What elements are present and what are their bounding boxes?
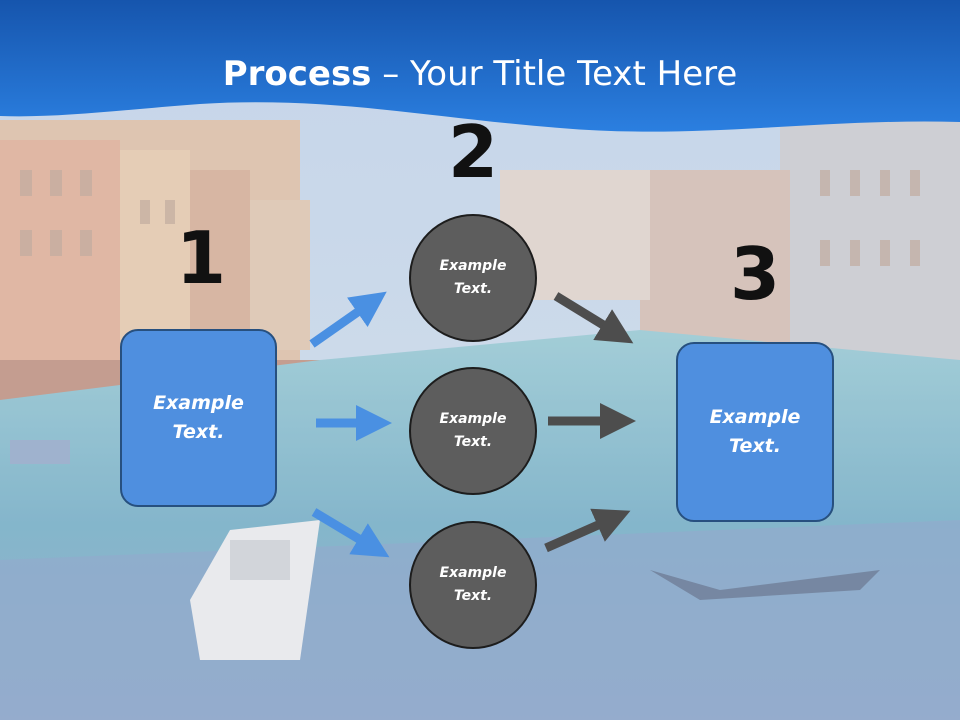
- circle-top-line2: Text.: [453, 281, 493, 297]
- step-3-line2: Text.: [729, 435, 781, 457]
- step-3-line1: Example: [709, 406, 801, 428]
- circle-bottom-line2: Text.: [453, 588, 493, 604]
- circle-bottom: Example Text.: [409, 521, 537, 649]
- step-number-2: 2: [448, 110, 499, 194]
- circle-middle-line1: Example: [439, 411, 507, 427]
- slide-title: Process – Your Title Text Here: [0, 52, 960, 96]
- step-1-line1: Example: [153, 392, 244, 414]
- step-number-1: 1: [176, 216, 227, 300]
- step-1-line2: Text.: [172, 421, 225, 443]
- circle-middle-line2: Text.: [453, 434, 493, 450]
- arrow-blue-up: [309, 291, 387, 348]
- arrow-gray-up: [544, 508, 631, 553]
- title-rest: – Your Title Text Here: [371, 54, 738, 94]
- arrow-blue-down: [311, 508, 390, 558]
- circle-bottom-line1: Example: [439, 565, 507, 581]
- circle-middle: Example Text.: [409, 367, 537, 495]
- title-bold: Process: [222, 54, 372, 94]
- step-number-3: 3: [730, 232, 781, 316]
- arrow-gray-down: [553, 292, 634, 344]
- step-3-box: Example Text.: [676, 342, 834, 522]
- circle-top: Example Text.: [409, 214, 537, 342]
- step-1-box: Example Text.: [120, 329, 277, 507]
- circle-top-line1: Example: [439, 258, 507, 274]
